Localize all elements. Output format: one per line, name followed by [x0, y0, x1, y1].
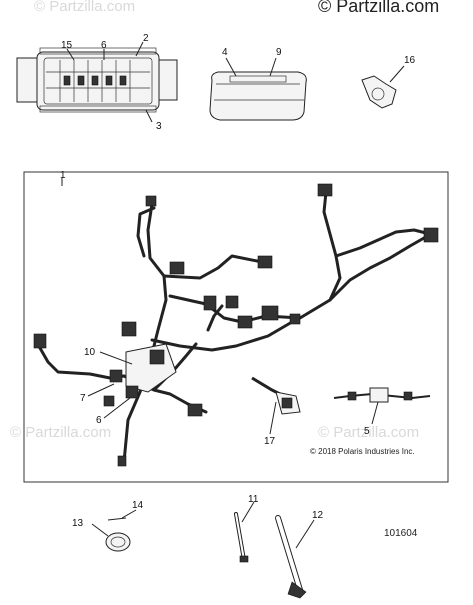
- harness-frame: [23, 171, 449, 483]
- callout-6-harness: 6: [96, 415, 102, 426]
- harness-part-17: [251, 376, 301, 435]
- callout-lines-harness: [87, 351, 133, 419]
- wire-harness-connectors: [33, 183, 439, 467]
- callout-3: 3: [156, 121, 162, 132]
- watermark-top-left: © Partzilla.com: [34, 0, 135, 15]
- callout-12: 12: [312, 510, 324, 521]
- callout-16: 16: [404, 55, 416, 66]
- cable-tie-11: [234, 501, 255, 563]
- fuse-box-cover: [209, 71, 307, 121]
- clip-13-14: [91, 509, 137, 552]
- watermark-mid-left: © Partzilla.com: [10, 424, 111, 441]
- callout-17: 17: [264, 436, 276, 447]
- callout-9: 9: [276, 47, 282, 58]
- callout-lines-cover: [225, 57, 277, 77]
- watermark-mid-right: © Partzilla.com: [318, 424, 419, 441]
- cable-tie-12: [275, 515, 315, 599]
- callout-7: 7: [80, 393, 86, 404]
- harness-part-5: [333, 387, 431, 425]
- callout-11: 11: [248, 494, 259, 505]
- connector-16: [361, 65, 405, 109]
- callout-15: 15: [61, 40, 73, 51]
- watermark-top-right: © Partzilla.com: [318, 0, 439, 16]
- callout-6-top: 6: [101, 40, 107, 51]
- callout-2: 2: [143, 33, 149, 44]
- copyright: © 2018 Polaris Industries Inc.: [310, 447, 415, 456]
- callout-10: 10: [84, 347, 96, 358]
- callout-4: 4: [222, 47, 228, 58]
- reference-number: 101604: [384, 528, 418, 539]
- callout-13: 13: [72, 518, 84, 529]
- callout-lines-fuse: [66, 41, 153, 123]
- callout-5: 5: [364, 426, 370, 437]
- callout-1: 1: [60, 170, 66, 181]
- fuse-box-assembly: [16, 47, 178, 113]
- callout-14: 14: [132, 500, 144, 511]
